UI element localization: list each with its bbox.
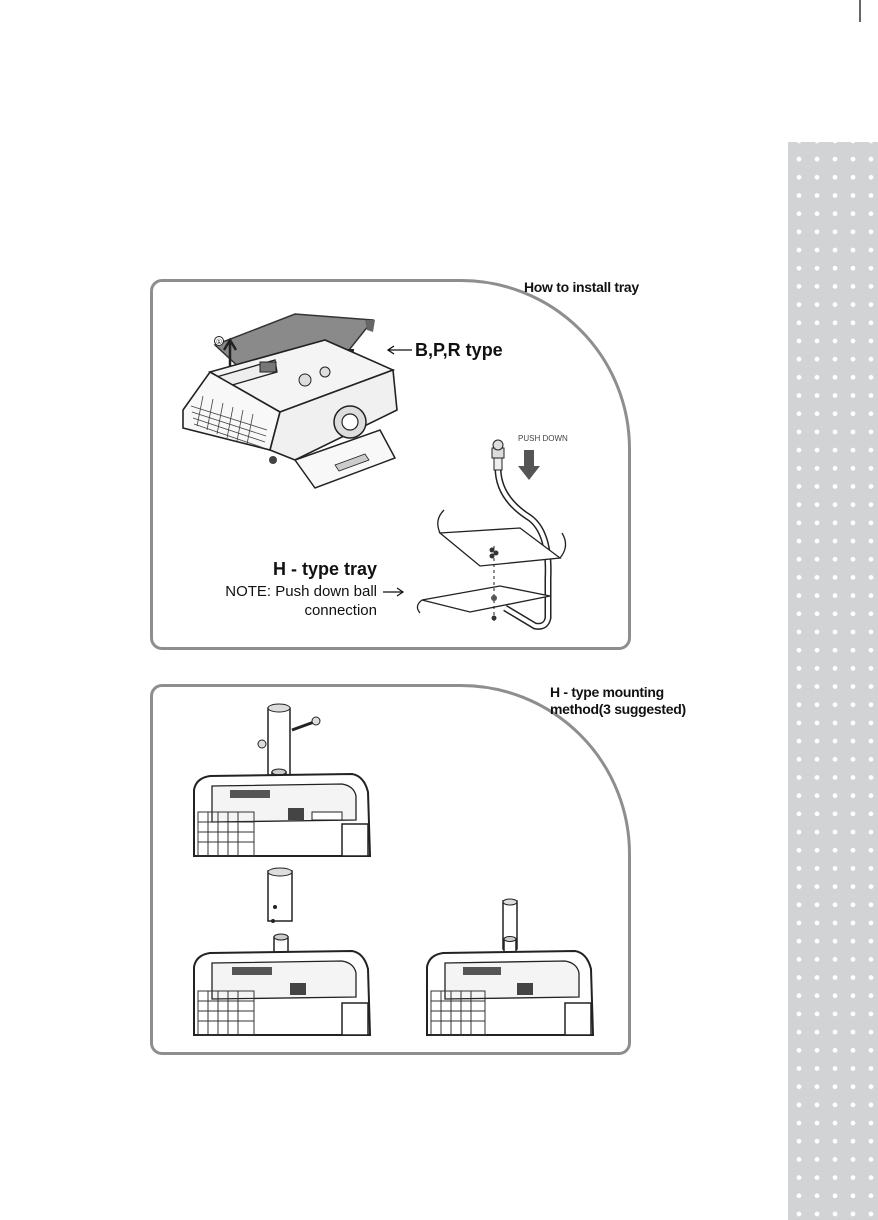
tray-install-caption: How to install tray bbox=[524, 279, 639, 296]
mounting-caption-line1: H - type mounting bbox=[550, 684, 664, 700]
bpr-scale-illustration: ① ① bbox=[175, 300, 405, 495]
push-down-note-line2: connection bbox=[304, 602, 377, 619]
svg-text:PUSH DOWN: PUSH DOWN bbox=[518, 434, 568, 443]
mounting-method-2-illustration bbox=[192, 867, 372, 1035]
h-type-tray-label: H - type tray bbox=[150, 559, 377, 580]
svg-text:①: ① bbox=[216, 338, 222, 346]
mounting-caption-line2: method(3 suggested) bbox=[550, 701, 686, 717]
bpr-pointer-arrow bbox=[386, 343, 416, 357]
push-down-note-line1: NOTE: Push down ball bbox=[225, 583, 377, 600]
bpr-type-label: B,P,R type bbox=[415, 340, 503, 361]
dotted-side-tab bbox=[788, 142, 878, 1220]
mounting-method-3-illustration bbox=[425, 895, 595, 1035]
mounting-method-1-illustration bbox=[192, 700, 372, 856]
h-type-mounting-caption: H - type mounting method(3 suggested) bbox=[550, 684, 730, 718]
crop-mark bbox=[855, 0, 865, 24]
h-type-tray-illustration: PUSH DOWN bbox=[410, 428, 610, 633]
push-down-note: NOTE: Push down ball connection bbox=[150, 582, 377, 620]
note-arrow-icon bbox=[381, 585, 407, 599]
